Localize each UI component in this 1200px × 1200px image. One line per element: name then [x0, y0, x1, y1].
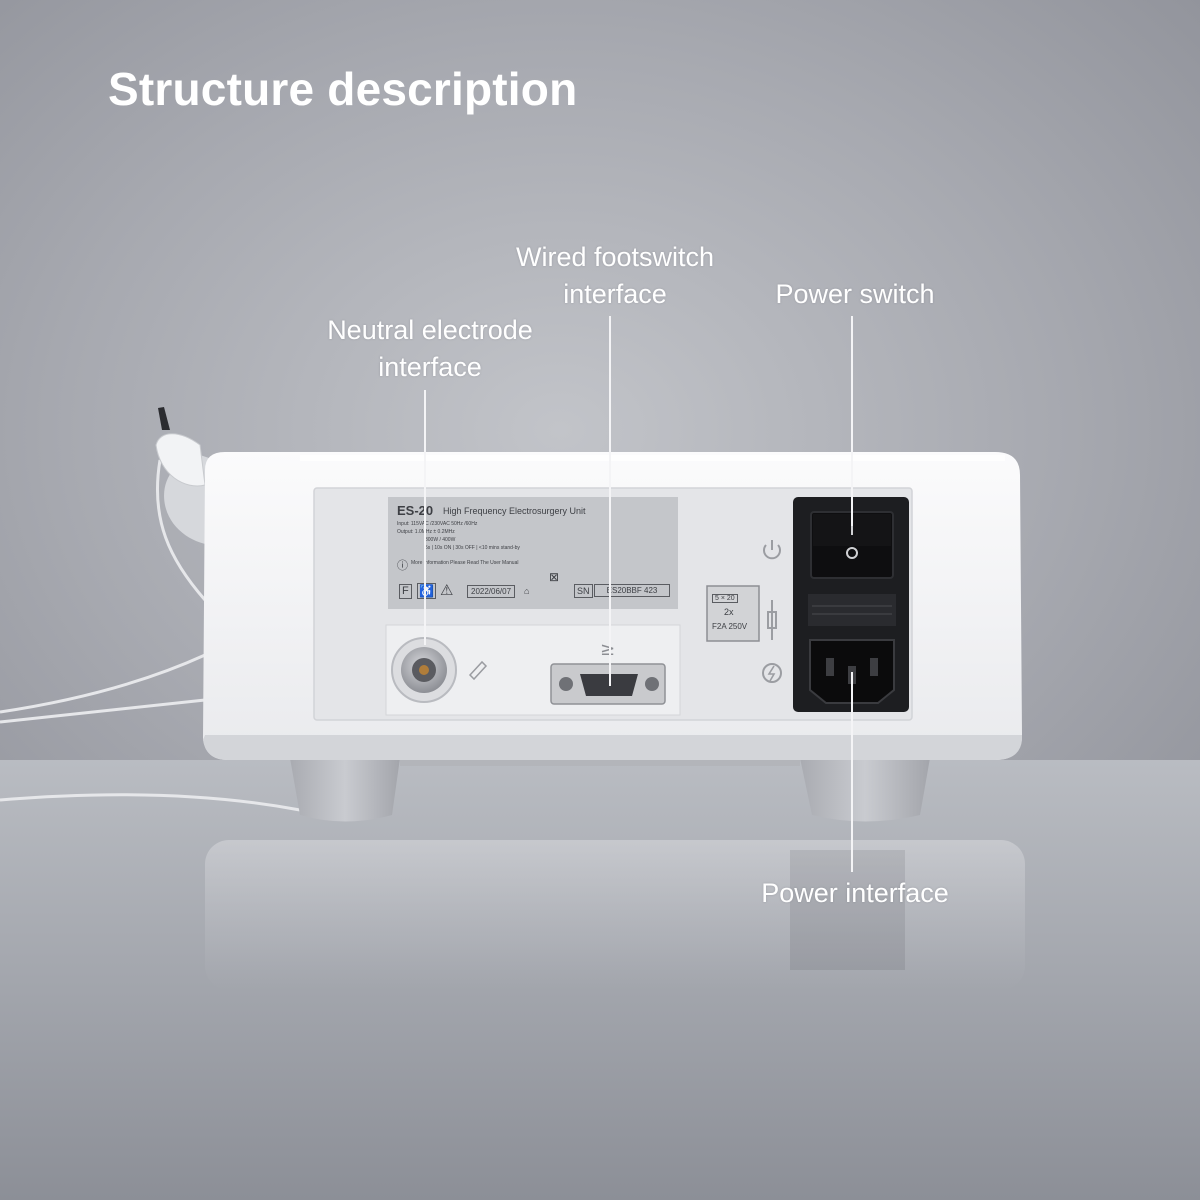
callout-power-switch-line1: Power switch: [775, 279, 935, 309]
leader-line-footswitch: [609, 316, 611, 686]
fuse-size: 5 × 20: [712, 594, 738, 603]
standby-icon: [763, 540, 781, 560]
power-module: [793, 497, 909, 712]
callout-power-switch: Power switch: [730, 276, 980, 313]
leader-line-power-switch: [851, 316, 853, 526]
manual-notice: More Information Please Read The User Ma…: [411, 560, 519, 566]
sn-label: SN: [574, 584, 593, 598]
label-plate: [388, 497, 678, 609]
cable: [0, 459, 301, 812]
duty-cycle-spec: 5s | 10s ON | 30s OFF | <10 mins stand-b…: [425, 545, 520, 551]
leader-line-power-interface: [851, 672, 853, 872]
callout-neutral-electrode-line1: Neutral electrode: [327, 315, 533, 345]
manufacture-date: 2022/06/07: [467, 585, 516, 598]
fuse-count: 2x: [724, 607, 734, 617]
leader-line-neutral-electrode: [424, 390, 426, 645]
callout-power-interface-line1: Power interface: [761, 878, 949, 908]
fuse-rating-box: [706, 585, 760, 642]
callout-neutral-electrode-line2: interface: [378, 352, 482, 382]
warning-icon: ⚠: [440, 582, 454, 599]
input-spec: Input: 115VAC /230VAC 50Hz /60Hz: [397, 521, 478, 527]
manual-icon: ⓘ: [397, 560, 408, 572]
product-name: High Frequency Electrosurgery Unit: [443, 506, 586, 516]
fuse-icon: [767, 600, 777, 640]
model-name: ES-20: [397, 503, 434, 518]
type-f-mark: F: [399, 584, 412, 599]
callout-neutral-electrode: Neutral electrode interface: [290, 312, 570, 386]
fuse-spec: F2A 250V: [712, 622, 748, 631]
callout-footswitch: Wired footswitch interface: [475, 239, 755, 313]
power-spec: 300W / 400W: [425, 537, 456, 543]
applied-part-icon: ♿: [417, 583, 436, 599]
serial-number: ES20BBF 423: [594, 584, 670, 597]
neutral-electrode-connector: [391, 637, 488, 703]
svg-text:≥: ≥: [600, 639, 615, 660]
lightning-icon: [762, 663, 782, 683]
weee-bin-icon: ⊠: [549, 570, 560, 584]
callout-footswitch-line2: interface: [563, 279, 667, 309]
handpiece-holder: [155, 407, 215, 545]
page-title: Structure description: [108, 63, 578, 115]
factory-icon: ⌂: [524, 586, 530, 596]
callout-footswitch-line1: Wired footswitch: [515, 242, 715, 272]
callout-power-interface: Power interface: [730, 875, 980, 912]
